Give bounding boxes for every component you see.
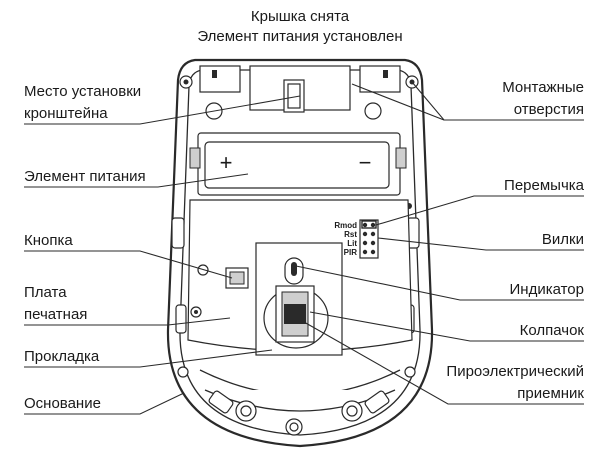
label-board-1: Плата xyxy=(24,284,67,301)
label-indicator: Индикатор xyxy=(510,281,585,298)
bottom-posts xyxy=(177,366,416,436)
pin-label-rmod: Rmod xyxy=(334,221,357,230)
label-pins: Вилки xyxy=(542,231,584,248)
bracket-place xyxy=(283,79,305,113)
leader-lines xyxy=(24,81,584,415)
indicator-led xyxy=(284,257,304,285)
pin-header: Rmod Rst Lit PIR xyxy=(334,219,379,259)
label-pir-2: приемник xyxy=(517,385,584,402)
label-jumper: Перемычка xyxy=(504,177,585,194)
label-board-2: печатная xyxy=(24,306,87,323)
label-gasket: Прокладка xyxy=(24,348,100,365)
pin-label-rst: Rst xyxy=(344,230,357,239)
label-bracket-place-2: кронштейна xyxy=(24,105,108,122)
battery-minus-mark: − xyxy=(359,150,372,175)
title-line-2: Элемент питания установлен xyxy=(197,28,402,45)
label-mount-holes-2: отверстия xyxy=(514,101,584,118)
pin-label-lit: Lit xyxy=(347,239,357,248)
label-mount-holes-1: Монтажные xyxy=(502,79,584,96)
label-bracket-place-1: Место установки xyxy=(24,83,141,100)
pir-cap xyxy=(263,285,329,349)
label-base: Основание xyxy=(24,395,101,412)
battery: + − xyxy=(189,132,407,196)
label-button: Кнопка xyxy=(24,232,73,249)
tamper-button xyxy=(190,264,249,318)
title-line-1: Крышка снята xyxy=(251,8,350,25)
pin-label-pir: PIR xyxy=(344,248,358,257)
battery-plus-mark: + xyxy=(220,150,233,175)
label-cap: Колпачок xyxy=(520,322,585,339)
label-battery: Элемент питания xyxy=(24,168,146,185)
label-pir-1: Пироэлектрический xyxy=(446,363,584,380)
